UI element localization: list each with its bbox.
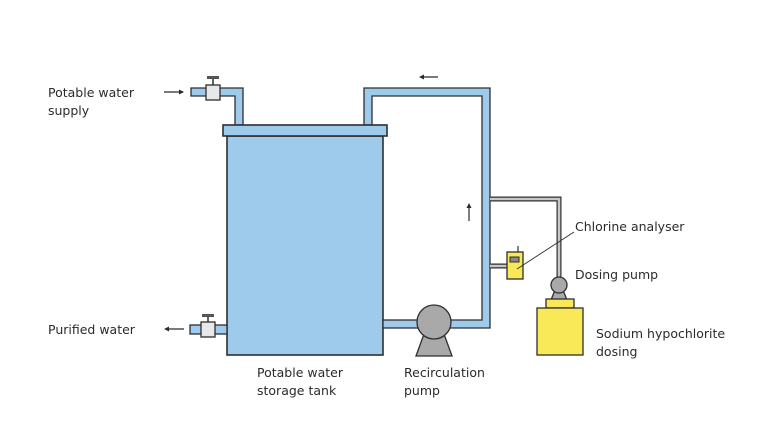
inlet-valve[interactable] (205, 76, 221, 101)
label-tank-1: Potable water (257, 365, 344, 380)
storage-tank (226, 135, 384, 356)
label-inlet-2: supply (48, 103, 90, 118)
label-recirc-pump-2: pump (404, 383, 440, 398)
return-flow-arrow (419, 74, 438, 80)
chlorine-analyser[interactable] (506, 246, 524, 280)
label-dosing-tank-1: Sodium hypochlorite (596, 326, 725, 341)
analyser-leader-line (516, 231, 575, 270)
recirculation-pump[interactable] (415, 304, 453, 357)
sodium-hypochlorite-tank (536, 307, 584, 356)
label-dosing-pump: Dosing pump (575, 267, 658, 282)
dosing-line (490, 196, 562, 282)
tank-lid (222, 124, 388, 137)
label-dosing-tank-2: dosing (596, 344, 637, 359)
pump-suction-pipe (382, 319, 420, 329)
outlet-flow-arrow (164, 326, 184, 332)
dosing-tank-cap (545, 298, 575, 309)
label-inlet-1: Potable water (48, 85, 135, 100)
label-recirc-pump-1: Recirculation (404, 365, 485, 380)
outlet-valve[interactable] (200, 314, 216, 338)
dosing-pump[interactable] (550, 276, 568, 301)
inlet-flow-arrow (164, 89, 184, 95)
riser-flow-arrow (466, 203, 472, 221)
label-tank-2: storage tank (257, 383, 337, 398)
label-outlet: Purified water (48, 322, 136, 337)
label-analyser: Chlorine analyser (575, 219, 685, 234)
